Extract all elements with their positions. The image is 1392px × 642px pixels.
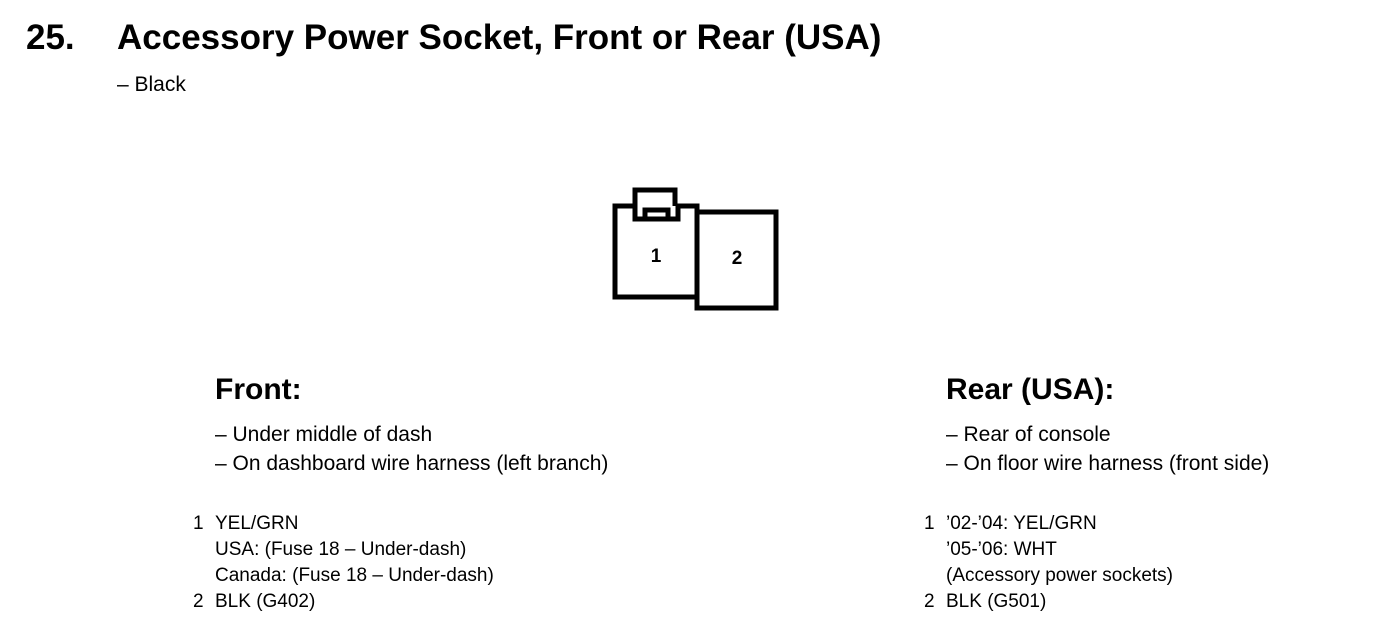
rear-pin-1: 1 ’02-’04: YEL/GRN ’05-’06: WHT (Accesso… xyxy=(924,511,1173,589)
rear-pin-list: 1 ’02-’04: YEL/GRN ’05-’06: WHT (Accesso… xyxy=(924,511,1173,615)
rear-heading: Rear (USA): xyxy=(946,373,1115,406)
rear-location-2: – On floor wire harness (front side) xyxy=(946,452,1270,475)
connector-color: – Black xyxy=(117,73,186,96)
locking-tab xyxy=(632,187,678,219)
rear-locations: – Rear of console – On floor wire harnes… xyxy=(946,420,1269,478)
rear-pin-2: 2 BLK (G501) xyxy=(924,589,1173,615)
pin-detail: USA: (Fuse 18 – Under-dash) xyxy=(215,539,467,560)
section-number: 25. xyxy=(26,18,75,57)
pin-2-label: 2 xyxy=(732,248,743,269)
page-title: Accessory Power Socket, Front or Rear (U… xyxy=(117,18,882,57)
connector-cavity-2 xyxy=(694,209,779,311)
front-pin-2: 2 BLK (G402) xyxy=(193,589,494,615)
pin-wire: BLK (G402) xyxy=(215,591,316,612)
connector-diagram: 1 2 xyxy=(612,187,779,311)
pin-wire: BLK (G501) xyxy=(946,591,1047,612)
pin-detail: (Accessory power sockets) xyxy=(946,565,1174,586)
pin-number: 1 xyxy=(924,513,935,534)
pin-number: 2 xyxy=(193,591,204,612)
pin-detail: Canada: (Fuse 18 – Under-dash) xyxy=(215,565,494,586)
rear-location-1: – Rear of console xyxy=(946,423,1111,446)
pin-detail: ’05-’06: WHT xyxy=(946,539,1057,560)
front-location-1: – Under middle of dash xyxy=(215,423,433,446)
front-pin-list: 1 YEL/GRN USA: (Fuse 18 – Under-dash) Ca… xyxy=(193,511,494,615)
pin-number: 2 xyxy=(924,591,935,612)
front-location-2: – On dashboard wire harness (left branch… xyxy=(215,452,609,475)
front-pin-1: 1 YEL/GRN USA: (Fuse 18 – Under-dash) Ca… xyxy=(193,511,494,589)
pin-wire: YEL/GRN xyxy=(215,513,299,534)
pin-number: 1 xyxy=(193,513,204,534)
pin-wire: ’02-’04: YEL/GRN xyxy=(946,513,1097,534)
front-heading: Front: xyxy=(215,373,302,406)
pin-1-label: 1 xyxy=(651,246,662,267)
front-locations: – Under middle of dash – On dashboard wi… xyxy=(215,420,608,478)
connector-cavity-1 xyxy=(612,203,700,300)
